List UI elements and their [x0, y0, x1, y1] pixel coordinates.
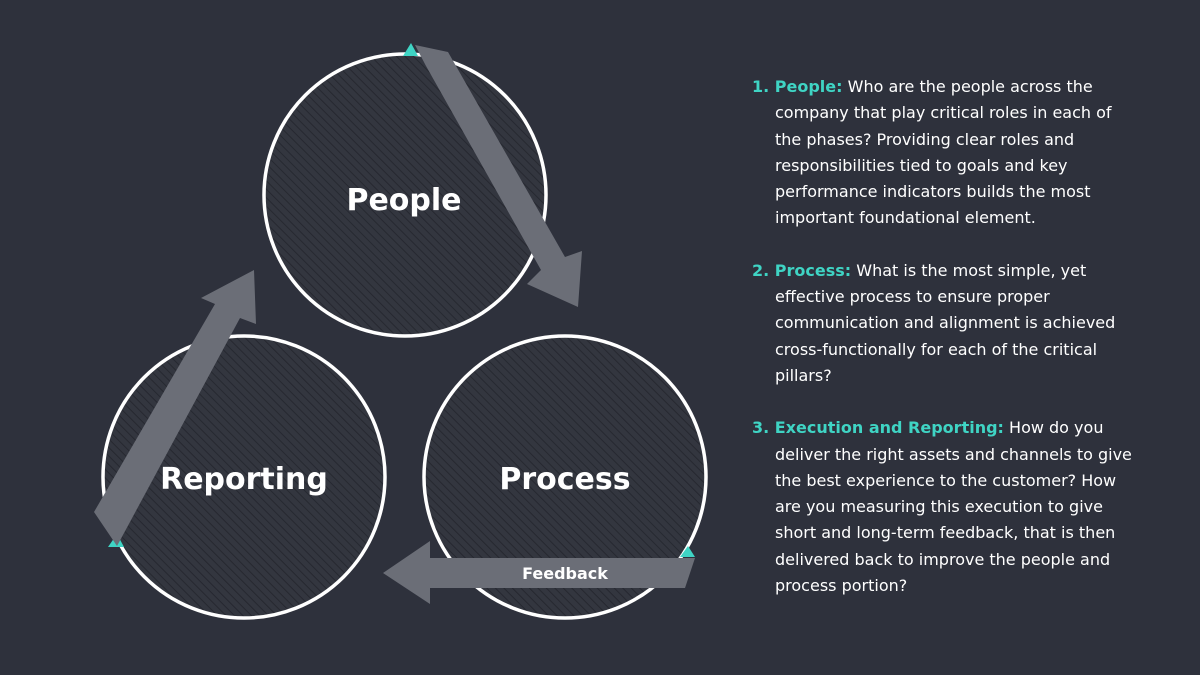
cycle-diagram: People Reporting Process Feedback: [94, 43, 708, 620]
description-item-people: 1. People: Who are the people across the…: [752, 74, 1142, 232]
item-heading: 3. Execution and Reporting:: [752, 418, 1004, 438]
process-circle: [422, 334, 708, 620]
item-body: How do you deliver the right assets and …: [775, 418, 1132, 596]
accent-marker-top: [403, 43, 418, 56]
item-body: What is the most simple, yet effective p…: [775, 260, 1116, 385]
reporting-label: Reporting: [160, 462, 328, 497]
description-list: 1. People: Who are the people across the…: [752, 74, 1142, 625]
arrow-people-to-process: [415, 45, 582, 307]
description-item-execution: 3. Execution and Reporting: How do you d…: [752, 415, 1142, 599]
item-body: Who are the people across the company th…: [775, 77, 1112, 228]
process-label: Process: [499, 462, 630, 497]
arrow-feedback: [383, 541, 695, 604]
description-item-process: 2. Process: What is the most simple, yet…: [752, 258, 1142, 389]
item-heading: 1. People:: [752, 77, 843, 96]
feedback-label: Feedback: [522, 564, 608, 583]
arrow-reporting-to-people: [94, 270, 256, 546]
people-label: People: [346, 183, 461, 218]
item-heading: 2. Process:: [752, 260, 852, 280]
accent-marker-right: [680, 546, 695, 557]
